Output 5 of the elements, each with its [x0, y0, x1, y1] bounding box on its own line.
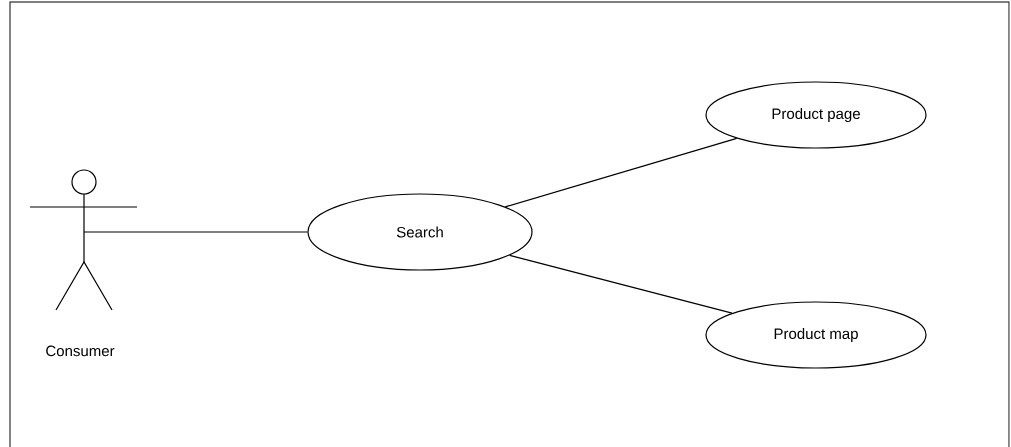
- connector-line: [509, 254, 733, 314]
- connector-line: [504, 137, 738, 208]
- actor-figure: [29, 169, 138, 311]
- connector-line: [83, 231, 308, 233]
- actor-label: Consumer: [46, 345, 115, 357]
